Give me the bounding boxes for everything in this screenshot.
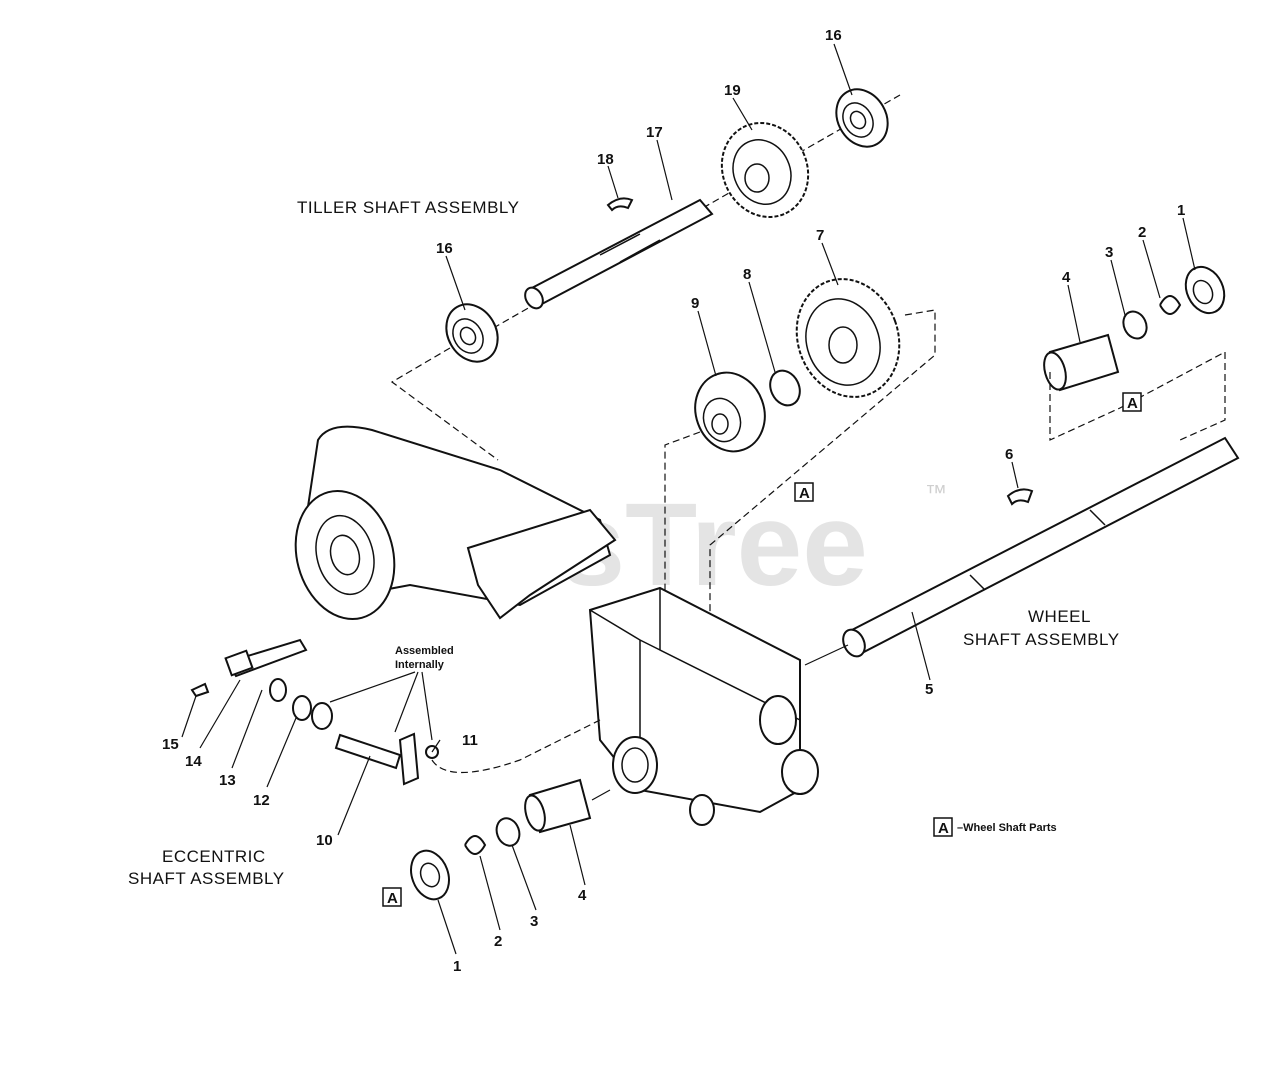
label-7: 7: [816, 227, 824, 244]
tiller-shaft-assembly-title: TILLER SHAFT ASSEMBLY: [297, 198, 519, 217]
part-leaders: [181, 43, 1196, 955]
callout-a-upper-right: A: [1122, 392, 1142, 412]
bearing-16-lower: [445, 303, 499, 363]
label-13: 13: [219, 772, 236, 789]
legend-key: A: [938, 820, 949, 837]
svg-text:A: A: [1127, 395, 1138, 412]
gear-7: [795, 278, 901, 398]
washer-13: [269, 678, 287, 702]
legend: A –Wheel Shaft Parts: [933, 817, 1057, 837]
label-16-lower: 16: [436, 240, 453, 257]
spacer-12: [292, 695, 333, 730]
shaft-to-housing-leader: [804, 644, 849, 666]
tiller-housing-tube: [294, 425, 617, 621]
label-4-lower: 4: [578, 887, 587, 904]
svg-text:A: A: [387, 890, 398, 907]
eccentric-shaft-10: [334, 732, 420, 786]
gear-to-housing-dash: [709, 309, 936, 670]
label-12: 12: [253, 792, 270, 809]
wheel-parts-upper-dash: [1049, 351, 1226, 441]
label-11: 11: [462, 732, 478, 749]
label-16-upper: 16: [825, 27, 842, 44]
svg-text:A: A: [799, 485, 810, 502]
bearing-1-lower: [410, 849, 450, 901]
washer-3-upper: [1122, 310, 1148, 340]
bushing-to-housing-leader: [591, 789, 611, 801]
tiller-shaft-17: [524, 198, 714, 310]
hub-9: [694, 371, 766, 453]
bearing-1-upper: [1184, 265, 1226, 315]
note-internally: Internally: [395, 659, 445, 671]
callout-a-center: A: [794, 482, 814, 502]
bearing-to-housing-dash: [390, 347, 499, 461]
eccentric-to-housing-dash: [431, 719, 601, 774]
gear-19: [720, 122, 810, 218]
label-9: 9: [691, 295, 699, 312]
key-6: [1006, 488, 1034, 506]
svg-text:™: ™: [925, 480, 947, 505]
screw-15: [190, 682, 210, 698]
label-3-lower: 3: [530, 913, 538, 930]
eccentric-shaft-assembly-title-line1: ECCENTRIC: [162, 847, 266, 866]
label-1-upper: 1: [1177, 202, 1185, 219]
label-2-upper: 2: [1138, 224, 1146, 241]
snap-ring-2-lower: [464, 835, 487, 855]
label-8: 8: [743, 266, 751, 283]
eccentric-lever-14: [224, 638, 308, 678]
washer-8: [769, 369, 801, 407]
legend-key-box: [933, 817, 953, 837]
key-18: [606, 197, 634, 212]
washer-3-lower: [495, 817, 521, 847]
wheel-shaft-assembly-title-line2: SHAFT ASSEMBLY: [963, 630, 1120, 649]
callout-a-lower-left: A: [382, 887, 402, 907]
label-15: 15: [162, 736, 179, 753]
wheel-shaft-5: [842, 436, 1240, 658]
label-2-lower: 2: [494, 933, 502, 950]
label-6: 6: [1005, 446, 1013, 463]
legend-text: –Wheel Shaft Parts: [957, 822, 1057, 834]
label-18: 18: [597, 151, 614, 168]
label-1-lower: 1: [453, 958, 461, 975]
bushing-4-lower: [524, 778, 592, 834]
snap-ring-2-upper: [1159, 295, 1182, 315]
note-leaders: [329, 671, 433, 741]
transmission-housing: [588, 586, 819, 826]
label-3-upper: 3: [1105, 244, 1113, 261]
label-4-upper: 4: [1062, 269, 1071, 286]
hub-to-housing-dash: [664, 431, 701, 655]
label-17: 17: [646, 124, 663, 141]
bearing-16-upper: [835, 88, 889, 148]
label-19: 19: [724, 82, 741, 99]
label-10: 10: [316, 832, 333, 849]
label-14: 14: [185, 753, 202, 770]
label-5: 5: [925, 681, 933, 698]
wheel-shaft-assembly-title-line1: WHEEL: [1028, 607, 1091, 626]
eccentric-shaft-assembly-title-line2: SHAFT ASSEMBLY: [128, 869, 285, 888]
bushing-4-upper: [1043, 333, 1120, 392]
note-assembled: Assembled: [395, 645, 454, 657]
